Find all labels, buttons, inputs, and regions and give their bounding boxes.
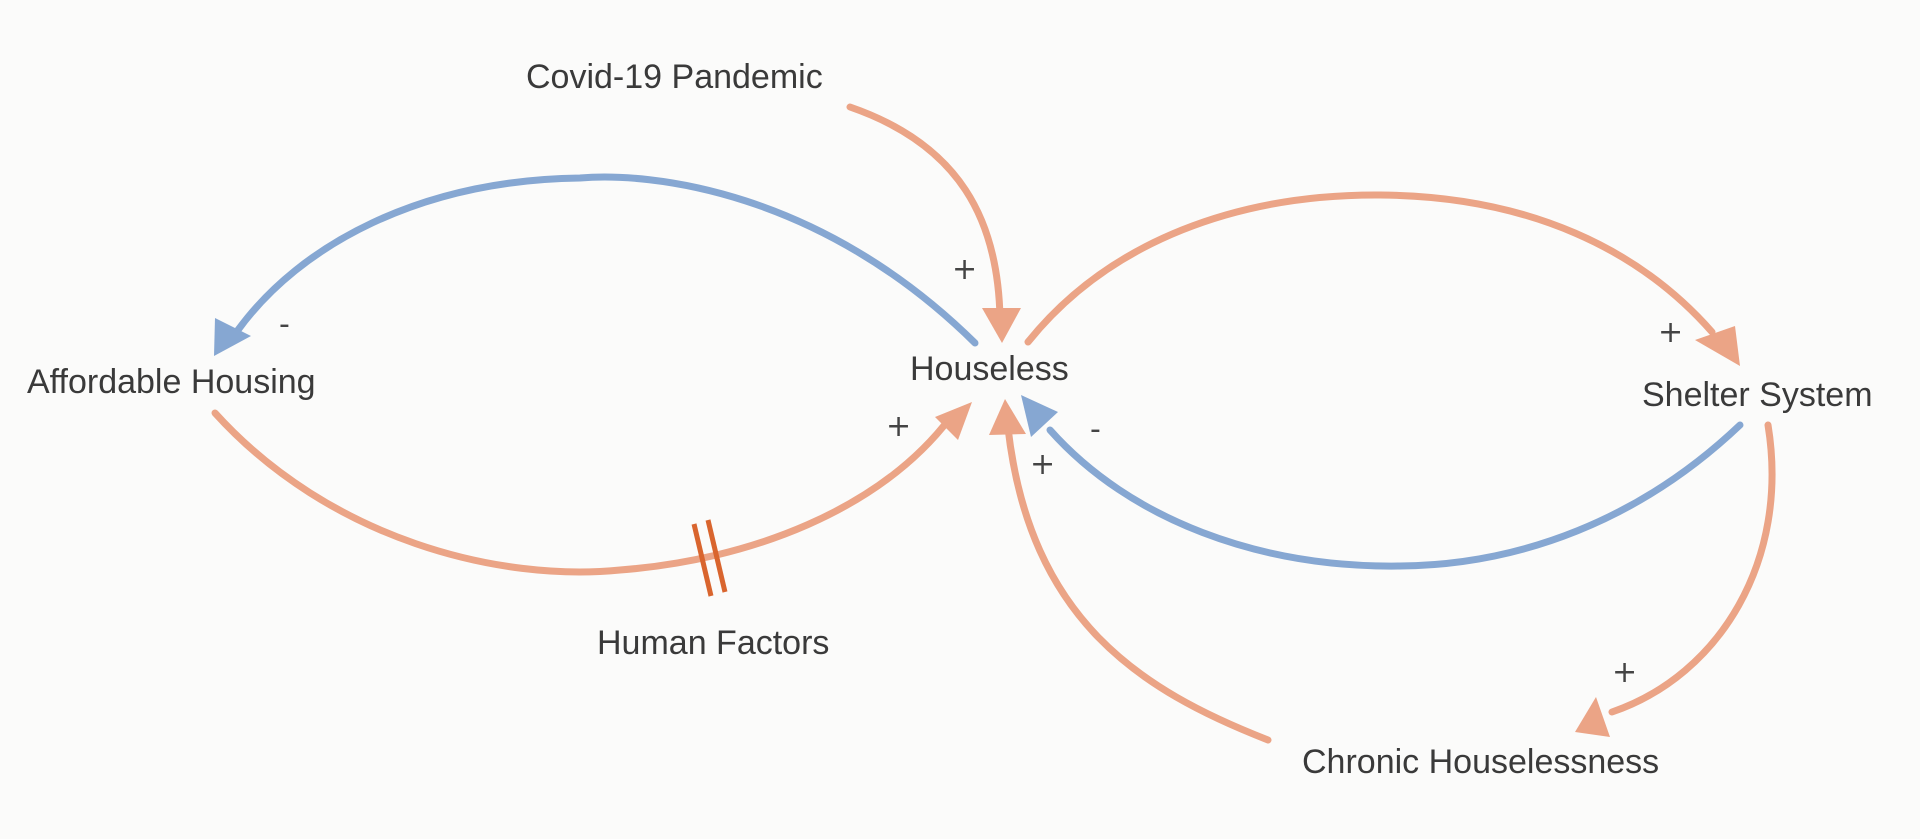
node-affordable-housing: Affordable Housing <box>27 363 316 401</box>
arrowhead-houseless-to-affordable-housing <box>214 318 251 356</box>
link-houseless-to-affordable-housing <box>234 173 979 347</box>
arrowhead-chronic-houselessness-to-houseless <box>989 399 1026 435</box>
link-houseless-to-shelter-system <box>1024 191 1716 346</box>
polarity-covid-to-houseless: + <box>952 252 978 287</box>
arrowhead-shelter-system-to-houseless <box>1021 395 1058 437</box>
arrowhead-covid-to-houseless <box>982 308 1021 343</box>
arrowhead-shelter-system-to-chronic-houselessness <box>1575 697 1610 737</box>
delay-mark <box>691 519 728 597</box>
node-chronic-houselessness: Chronic Houselessness <box>1302 743 1660 781</box>
link-covid-to-houseless <box>846 103 1004 322</box>
polarity-chronic-houselessness-to-houseless: + <box>1030 447 1056 482</box>
link-chronic-houselessness-to-houseless <box>1004 424 1272 744</box>
node-covid-19-pandemic: Covid-19 Pandemic <box>526 58 823 96</box>
arrowhead-houseless-to-shelter-system <box>1695 326 1740 366</box>
polarity-shelter-system-to-houseless: - <box>1090 412 1101 447</box>
link-affordable-housing-to-houseless <box>211 409 954 576</box>
polarity-affordable-housing-to-houseless: + <box>886 409 912 444</box>
polarity-houseless-to-shelter-system: + <box>1658 315 1684 350</box>
node-shelter-system: Shelter System <box>1642 376 1873 414</box>
link-shelter-system-to-houseless <box>1046 421 1744 570</box>
node-houseless: Houseless <box>910 350 1069 388</box>
node-human-factors: Human Factors <box>597 624 830 662</box>
polarity-houseless-to-affordable-housing: - <box>279 307 290 342</box>
polarity-shelter-system-to-chronic-houselessness: + <box>1612 655 1638 690</box>
arrowhead-affordable-housing-to-houseless <box>935 402 972 440</box>
link-shelter-system-to-chronic-houselessness <box>1608 421 1776 716</box>
